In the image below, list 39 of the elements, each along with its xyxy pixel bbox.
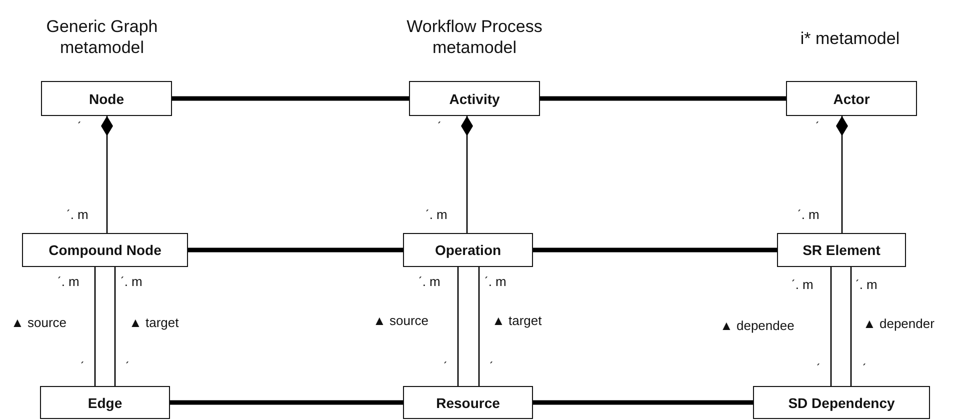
multiplicity-label: ˊ. m	[791, 278, 814, 292]
class-box: Compound Node	[22, 233, 188, 267]
class-box: Activity	[409, 81, 540, 116]
association-line	[850, 267, 852, 386]
association-line	[457, 267, 459, 386]
composition-line	[461, 116, 473, 233]
multiplicity-label: ˊ	[125, 360, 130, 374]
multiplicity-label: ˊ	[437, 120, 442, 134]
class-box: Edge	[40, 386, 170, 419]
association-line	[94, 267, 96, 386]
class-box: SD Dependency	[753, 386, 930, 419]
association-line	[478, 267, 480, 386]
multiplicity-label: ˊ	[489, 360, 494, 374]
class-box: Resource	[403, 386, 533, 419]
class-box: Actor	[786, 81, 917, 116]
multiplicity-label: ˊ. m	[120, 275, 142, 289]
association-line	[114, 267, 116, 386]
multiplicity-label: ˊ. m	[484, 275, 506, 289]
class-box: SR Element	[777, 233, 906, 267]
class-box: Operation	[403, 233, 533, 267]
multiplicity-label: ˊ	[80, 360, 84, 374]
multiplicity-label: ˊ	[816, 362, 820, 376]
multiplicity-label: ˊ	[862, 362, 866, 376]
multiplicity-label: ˊ. m	[57, 275, 80, 289]
metamodel-heading: Workflow Process metamodel	[406, 16, 544, 58]
multiplicity-label: ˊ. m	[797, 208, 820, 222]
multiplicity-label: ˊ. m	[425, 208, 448, 222]
composition-line	[101, 116, 113, 233]
multiplicity-label: ˊ	[77, 120, 82, 134]
class-box: Node	[41, 81, 172, 116]
association-line	[830, 267, 832, 386]
multiplicity-label: ˊ. m	[855, 278, 878, 292]
multiplicity-label: ˊ. m	[418, 275, 440, 289]
metamodel-heading: i* metamodel	[799, 28, 901, 49]
composition-line	[836, 116, 848, 233]
multiplicity-label: ˊ	[815, 120, 820, 134]
multiplicity-label: ˊ	[443, 360, 448, 374]
metamodel-heading: Generic Graph metamodel	[45, 16, 159, 58]
multiplicity-label: ˊ. m	[66, 208, 88, 222]
